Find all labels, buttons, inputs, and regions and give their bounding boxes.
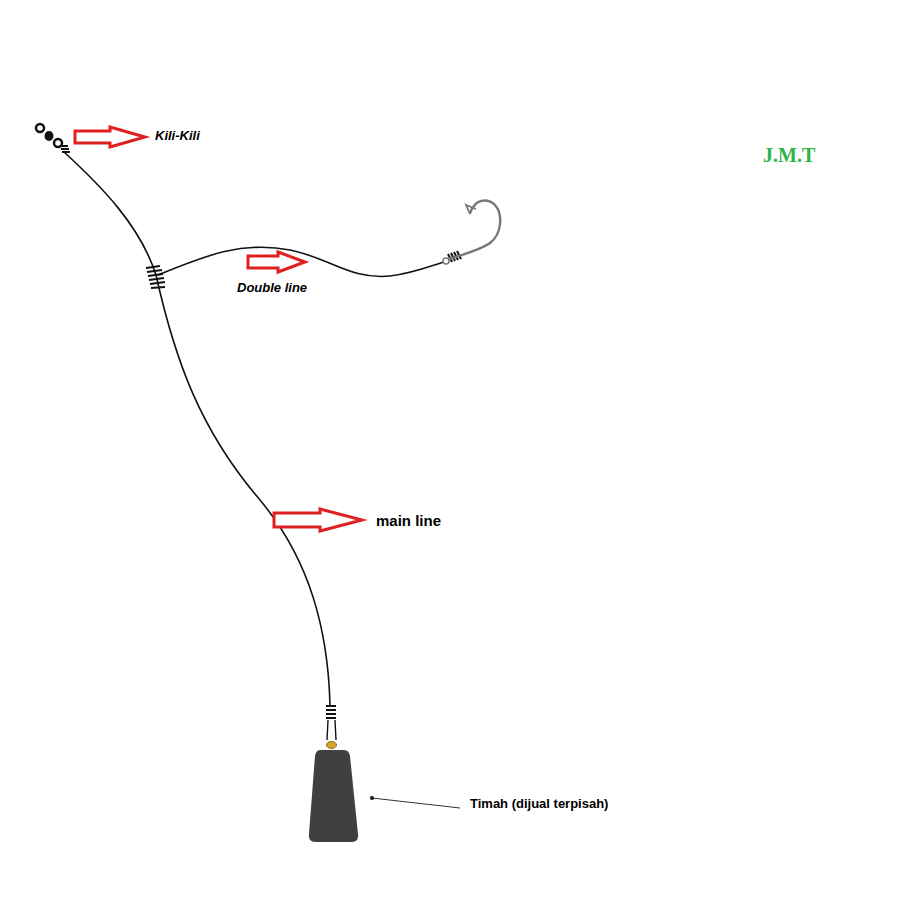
sinker bbox=[309, 742, 358, 843]
part-label: Timah (dijual terpisah) bbox=[470, 797, 608, 811]
part-label: Kili-Kili bbox=[155, 129, 200, 143]
pointer-arrow bbox=[75, 127, 145, 147]
sinker-knot bbox=[326, 706, 336, 740]
part-label: Double line bbox=[237, 281, 307, 295]
watermark: J.M.T bbox=[763, 144, 815, 166]
junction-knot bbox=[146, 266, 165, 288]
branch-line bbox=[158, 247, 447, 276]
pointer-arrow bbox=[248, 252, 305, 272]
swivel bbox=[36, 124, 70, 152]
pointer-arrow bbox=[274, 509, 362, 531]
hook bbox=[443, 201, 500, 264]
part-label: main line bbox=[376, 513, 441, 530]
leader-line bbox=[372, 798, 460, 808]
main-line bbox=[64, 152, 330, 705]
